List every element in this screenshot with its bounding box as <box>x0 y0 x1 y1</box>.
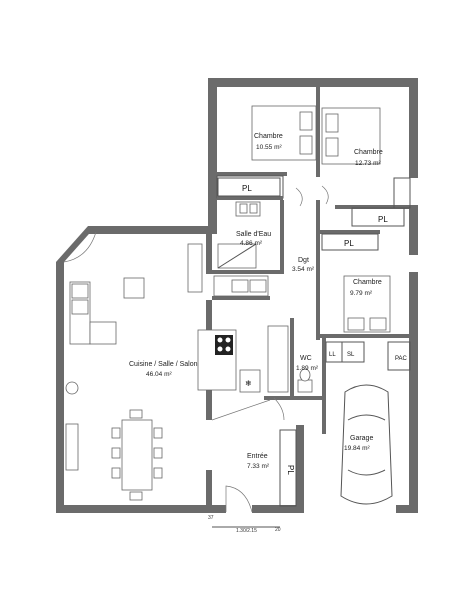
closet-3 <box>321 233 379 251</box>
tag-pl-2: PL <box>378 215 388 224</box>
area-entree: 7.33 m² <box>247 463 270 470</box>
label-salle-eau: Salle d'Eau <box>236 231 271 238</box>
inner-walls <box>212 87 409 434</box>
car <box>340 384 393 505</box>
tag-ll: LL <box>329 352 336 358</box>
area-garage: 19.84 m² <box>344 445 370 452</box>
stove <box>65 381 79 395</box>
dim-d1: 37 <box>208 515 214 521</box>
label-wc: WC <box>300 355 312 362</box>
tag-pl-1: PL <box>242 184 252 193</box>
tag-sl: SL <box>347 352 355 358</box>
tag-pac: PAC <box>395 356 408 362</box>
coffee-table <box>123 277 145 299</box>
kitchen-counter <box>213 275 269 297</box>
area-dgt: 3.54 m² <box>292 266 315 273</box>
dim-entry-width: 1.30/2.15 <box>236 528 257 534</box>
label-dgt: Dgt <box>298 257 309 264</box>
label-sejour: Cuisine / Salle / Salon <box>129 361 198 368</box>
box-pac <box>387 341 411 371</box>
dim-d2: 20 <box>275 527 281 533</box>
doors <box>63 185 329 513</box>
tag-pl-4: PL <box>286 465 295 475</box>
area-chambre-2: 12.73 m² <box>355 160 381 167</box>
closet-4 <box>279 429 297 507</box>
kitchen-island <box>197 329 237 391</box>
area-chambre-1: 10.55 m² <box>256 144 282 151</box>
area-salle-eau: 4.86 m² <box>240 240 263 247</box>
label-garage: Garage <box>350 435 373 442</box>
bed-chambre-3 <box>343 275 391 333</box>
toilet <box>297 368 313 393</box>
area-chambre-3: 9.79 m² <box>350 290 373 297</box>
label-chambre-2: Chambre <box>354 149 383 156</box>
bed-chambre-2 <box>321 107 381 165</box>
vanity <box>235 201 261 217</box>
label-entree: Entrée <box>247 453 268 460</box>
tag-pl-3: PL <box>344 239 354 248</box>
shower <box>217 243 257 269</box>
box-sl <box>341 341 365 363</box>
closet-2 <box>351 207 405 227</box>
dining-table <box>111 409 163 501</box>
closet-5 <box>393 177 411 209</box>
label-chambre-3: Chambre <box>353 279 382 286</box>
sofa <box>69 281 117 345</box>
sideboard <box>65 423 79 471</box>
area-wc: 1.89 m² <box>296 365 319 372</box>
closet-1 <box>217 177 281 197</box>
bed-chambre-1 <box>251 105 317 161</box>
area-sejour: 46.04 m² <box>146 371 172 378</box>
label-chambre-1: Chambre <box>254 133 283 140</box>
tv-unit <box>187 243 203 293</box>
kitchen-wall-counter: ❄ <box>239 325 289 393</box>
fridge-icon: ❄ <box>245 379 252 388</box>
